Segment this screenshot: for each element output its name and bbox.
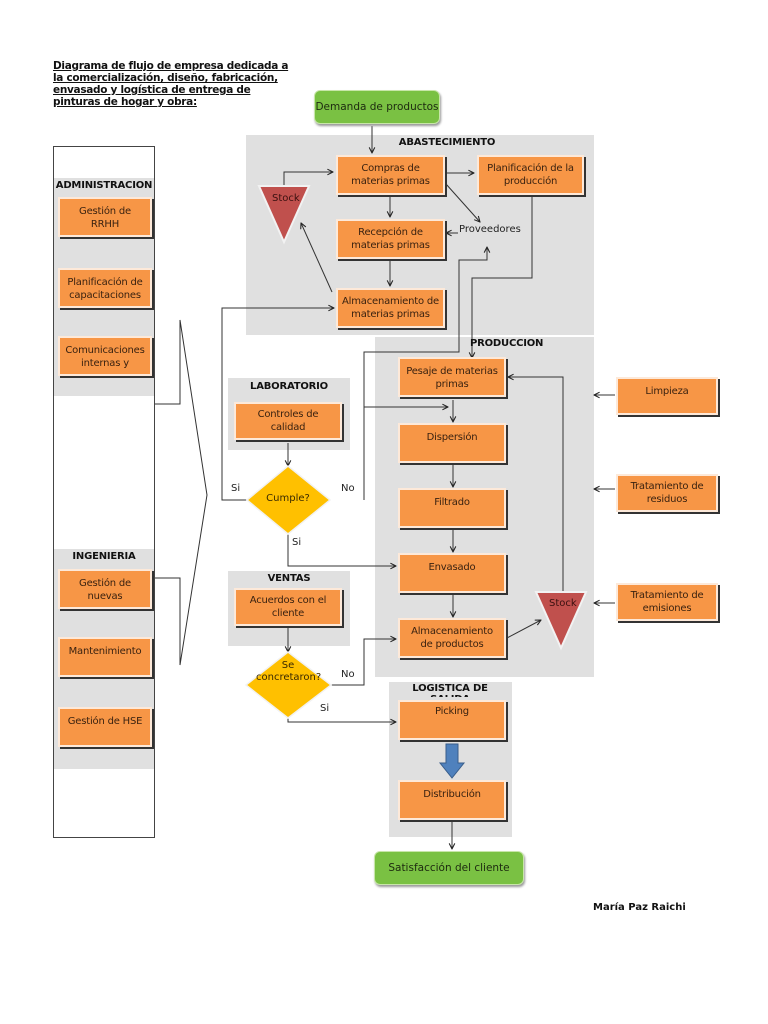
production-step: Dispersión xyxy=(398,423,506,463)
author-name: María Paz Raichi xyxy=(593,902,686,913)
produccion-label: PRODUCCION xyxy=(470,338,544,349)
ingenieria-item: Mantenimiento xyxy=(58,637,152,677)
diagram-title: Diagrama de flujo de empresa dedicada a … xyxy=(53,60,289,108)
support-item: Limpieza xyxy=(616,377,718,415)
abastecimiento-label: ABASTECIMIENTO xyxy=(398,137,496,148)
stock-label: Stock xyxy=(272,193,300,204)
controles-box: Controles de calidad xyxy=(234,402,342,440)
arrow-si-almacenamiento xyxy=(221,308,334,501)
support-item: Tratamiento de residuos xyxy=(616,474,718,512)
picking-box: Picking xyxy=(398,700,506,740)
start-terminal: Demanda de productos xyxy=(314,90,440,124)
production-step: Envasado xyxy=(398,553,506,593)
acuerdos-box: Acuerdos con el cliente xyxy=(234,588,342,626)
administracion-label: ADMINISTRACION xyxy=(55,180,153,191)
cumple-yes-label: Si xyxy=(231,483,241,494)
arrow-compras-proveedores xyxy=(445,183,480,222)
stock-produccion-label: Stock xyxy=(549,598,577,609)
recepcion-box: Recepción de materias primas xyxy=(336,219,445,259)
planificacion-box: Planificación de la producción xyxy=(477,155,584,195)
arrow-no-almacenamiento-productos xyxy=(330,639,396,686)
production-step: Almacenamiento de productos xyxy=(398,618,506,658)
flow-arrow-picking-distribucion xyxy=(438,743,466,779)
admin-item: Gestión de RRHH xyxy=(58,197,152,237)
ingenieria-item: Gestión de HSE xyxy=(58,707,152,747)
arrow-almacenamiento-stock2 xyxy=(506,620,541,639)
end-terminal: Satisfacción del cliente xyxy=(374,851,524,885)
arrow-no-proveedores xyxy=(363,247,487,500)
ventas-label: VENTAS xyxy=(267,573,311,584)
proveedores-label: Proveedores xyxy=(459,224,521,235)
support-item: Tratamiento de emisiones xyxy=(616,583,718,621)
arrow-almacenamiento-stock xyxy=(301,223,333,293)
decision-concretaron xyxy=(244,651,333,719)
arrow-planificacion-pesaje xyxy=(472,196,533,358)
almacenamiento-mp-box: Almacenamiento de materias primas xyxy=(336,288,445,328)
logistica-label: LOGISTICA DE SALIDA xyxy=(412,683,488,697)
stock-triangle-abastecimiento xyxy=(257,185,311,245)
arrow-si-picking xyxy=(287,716,396,722)
arrow-si-envasado xyxy=(287,532,396,566)
concretaron-label: Se concretaron? xyxy=(256,660,322,683)
stock-triangle-produccion xyxy=(534,591,588,651)
cumple-label: Cumple? xyxy=(266,493,310,504)
production-step: Pesaje de materias primas xyxy=(398,357,506,397)
admin-brace xyxy=(155,319,208,666)
admin-item: Comunicaciones internas y xyxy=(58,336,152,376)
compras-box: Compras de materias primas xyxy=(336,155,445,195)
cumple-yes-down-label: Si xyxy=(292,537,302,548)
ingenieria-item: Gestión de nuevas xyxy=(58,569,152,609)
arrow-stock2-pesaje xyxy=(508,377,564,604)
distribucion-box: Distribución xyxy=(398,780,506,820)
cumple-no-label: No xyxy=(341,483,355,494)
admin-item: Planificación de capacitaciones xyxy=(58,268,152,308)
concretaron-no-label: No xyxy=(341,669,355,680)
laboratorio-label: LABORATORIO xyxy=(250,381,328,392)
production-step: Filtrado xyxy=(398,488,506,528)
arrow-stock-compras xyxy=(283,172,333,190)
ingenieria-label: INGENIERIA xyxy=(72,551,136,562)
decision-cumple xyxy=(245,465,332,535)
concretaron-yes-label: Si xyxy=(320,703,330,714)
